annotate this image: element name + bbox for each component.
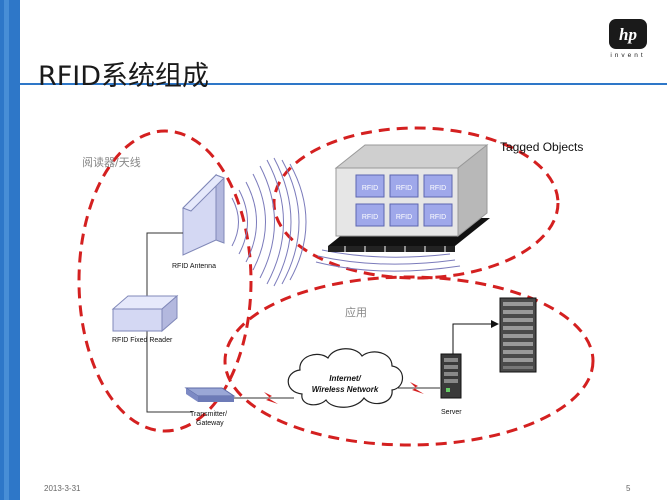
logo-text: hp <box>619 25 637 44</box>
tag-radio-waves <box>315 249 461 272</box>
wireless-link-icon <box>264 382 424 404</box>
fixed-reader-label: RFID Fixed Reader <box>112 337 173 344</box>
tag-label: RFID <box>396 185 412 192</box>
reader-region-outline <box>77 129 253 433</box>
transmitter-gateway <box>184 387 236 402</box>
rfid-tag-6: RFID <box>423 203 453 227</box>
tagged-objects-label: Tagged Objects <box>500 140 583 154</box>
tagged-objects-region-outline <box>272 126 560 280</box>
slide-title: RFID系统组成 <box>38 61 210 92</box>
cloud-label-line2: Wireless Network <box>312 385 379 394</box>
tag-label: RFID <box>362 185 378 192</box>
tag-label: RFID <box>430 185 446 192</box>
rfid-antenna <box>182 173 225 256</box>
server-icon <box>440 353 462 399</box>
tag-label: RFID <box>430 214 446 221</box>
logo-tagline: invent <box>610 52 646 59</box>
rfid-tag-3: RFID <box>423 174 453 198</box>
sidebar-accent-bar <box>0 0 20 500</box>
page-number: 5 <box>626 484 631 493</box>
gateway-label-line1: Transmitter/ <box>190 411 227 418</box>
footer-date: 2013-3-31 <box>44 484 81 493</box>
radio-waves <box>231 157 307 287</box>
hp-logo-icon: hp <box>608 18 648 50</box>
internet-cloud <box>287 348 404 408</box>
tag-label: RFID <box>362 214 378 221</box>
gateway-label-line2: Gateway <box>196 420 224 427</box>
rfid-tag-5: RFID <box>389 203 419 227</box>
rfid-fixed-reader <box>111 294 179 333</box>
tag-label: RFID <box>396 214 412 221</box>
title-divider <box>20 83 667 85</box>
rfid-tag-4: RFID <box>355 203 385 227</box>
network-links <box>234 387 440 399</box>
rfid-tag-2: RFID <box>389 174 419 198</box>
application-region-label: 应用 <box>345 305 367 319</box>
tagged-objects-pallet <box>328 143 490 252</box>
server-rack-icon <box>499 297 537 373</box>
server-label: Server <box>441 409 462 416</box>
cloud-label-line1: Internet/ <box>329 374 361 383</box>
reader-region-label: 阅读器/天线 <box>82 155 141 169</box>
server-to-rack-arrow <box>452 320 499 354</box>
antenna-label: RFID Antenna <box>172 263 216 270</box>
application-region-outline <box>223 275 595 447</box>
rfid-tag-1: RFID <box>355 174 385 198</box>
